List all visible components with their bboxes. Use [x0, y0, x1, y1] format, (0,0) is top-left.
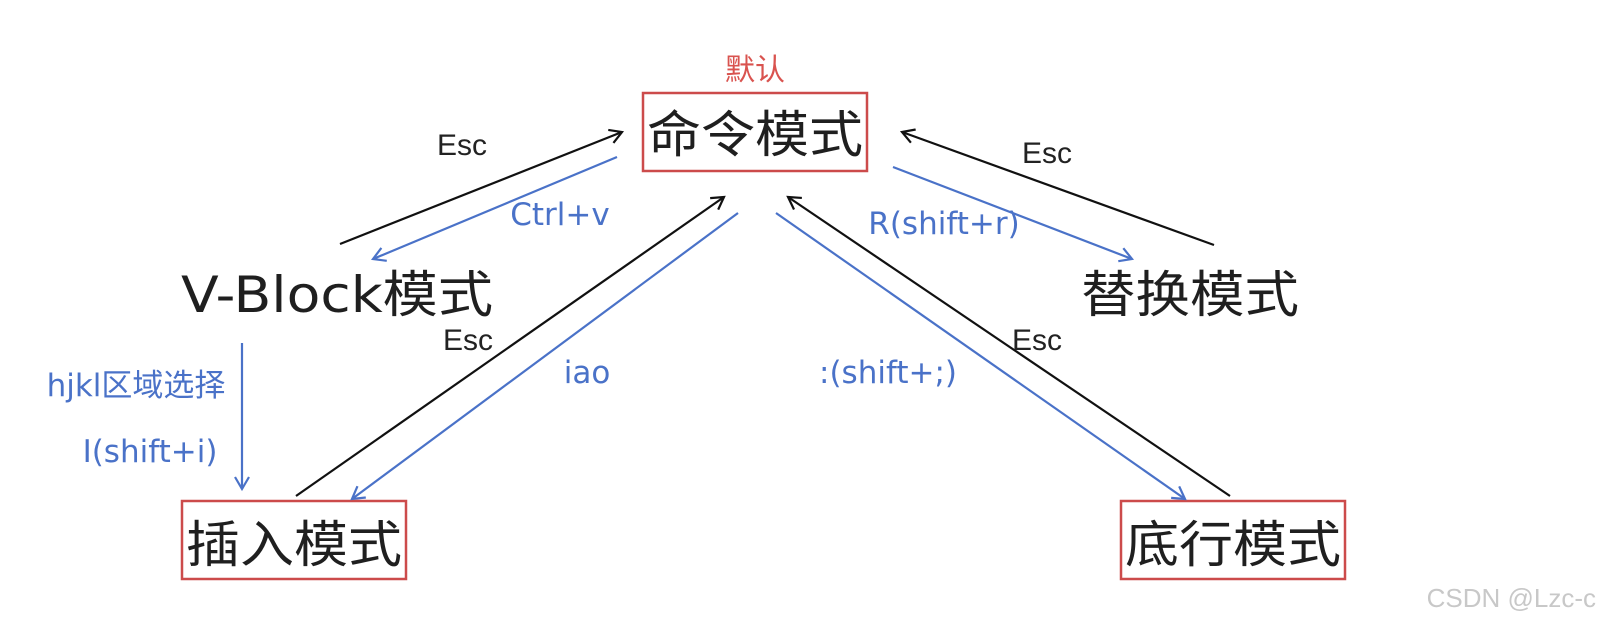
label-command-to-replace: R(shift+r): [868, 206, 1019, 242]
insert-mode-node: 插入模式: [186, 516, 402, 574]
label-command-to-insert: iao: [564, 355, 611, 391]
label-vblock-to-insert-select: hjkl区域选择: [47, 368, 226, 404]
vblock-mode-node: V-Block模式: [181, 266, 493, 324]
arrow-command-to-lastline: [775, 212, 1187, 501]
replace-mode-node: 替换模式: [1081, 266, 1299, 324]
command-mode-box: [641, 91, 869, 173]
label-lastline-to-command: Esc: [1012, 324, 1062, 357]
arrow-command-to-replace: [892, 165, 1135, 263]
arrow-command-to-insert: [350, 212, 739, 501]
lastline-mode-box: [1119, 499, 1347, 581]
lastline-mode-node: 底行模式: [1125, 516, 1341, 574]
label-insert-to-command: Esc: [443, 324, 493, 357]
arrow-command-to-vblock: [370, 155, 618, 262]
default-label: 默认: [725, 53, 785, 88]
label-command-to-vblock: Ctrl+v: [510, 197, 609, 233]
insert-mode-box: [180, 499, 408, 581]
command-mode-node: 命令模式: [647, 106, 863, 164]
label-vblock-to-command: Esc: [437, 129, 487, 162]
arrow-insert-to-command: [295, 195, 726, 497]
label-vblock-to-insert-key: I(shift+i): [83, 434, 218, 470]
label-command-to-lastline: :(shift+;): [819, 355, 957, 391]
arrow-lastline-to-command: [786, 195, 1231, 497]
watermark: CSDN @Lzc-c: [1427, 583, 1596, 613]
arrow-vblock-to-command: [339, 128, 625, 246]
arrow-replace-to-command: [899, 128, 1215, 247]
label-replace-to-command: Esc: [1022, 137, 1072, 170]
